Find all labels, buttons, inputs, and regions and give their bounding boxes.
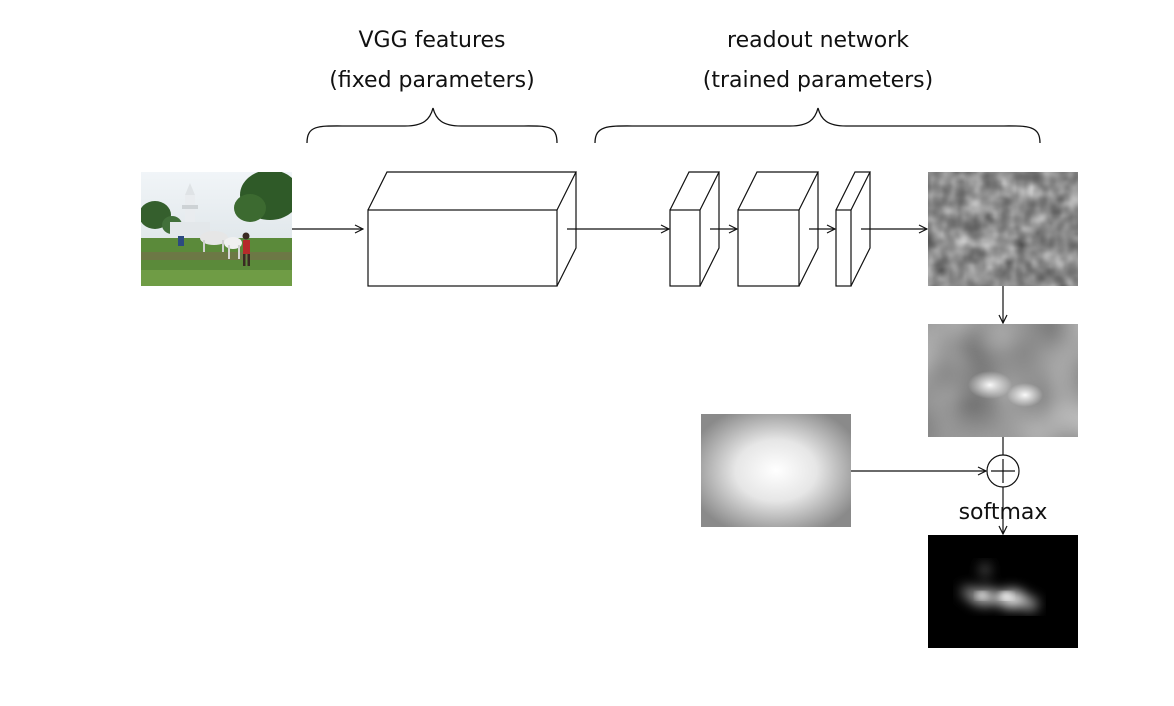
- add-operator-icon: [986, 454, 1020, 488]
- final-saliency-map: [928, 535, 1078, 648]
- readout-network-subtitle: (trained parameters): [702, 68, 934, 93]
- input-image: [141, 172, 292, 286]
- vgg-features-title: VGG features: [358, 28, 506, 53]
- vgg-feature-block: [367, 171, 577, 287]
- readout-output-map: [928, 172, 1078, 286]
- connector-arrows: [292, 229, 1003, 534]
- readout-layer-1: [669, 171, 720, 287]
- vgg-features-subtitle: (fixed parameters): [329, 68, 535, 93]
- readout-layer-2: [737, 171, 819, 287]
- readout-network-title: readout network: [727, 28, 909, 53]
- blurred-saliency-map: [928, 324, 1078, 437]
- readout-layer-3: [835, 171, 871, 287]
- vgg-brace: [306, 107, 558, 144]
- readout-brace: [594, 107, 1041, 144]
- softmax-label: softmax: [958, 500, 1048, 525]
- center-bias-map: [701, 414, 851, 527]
